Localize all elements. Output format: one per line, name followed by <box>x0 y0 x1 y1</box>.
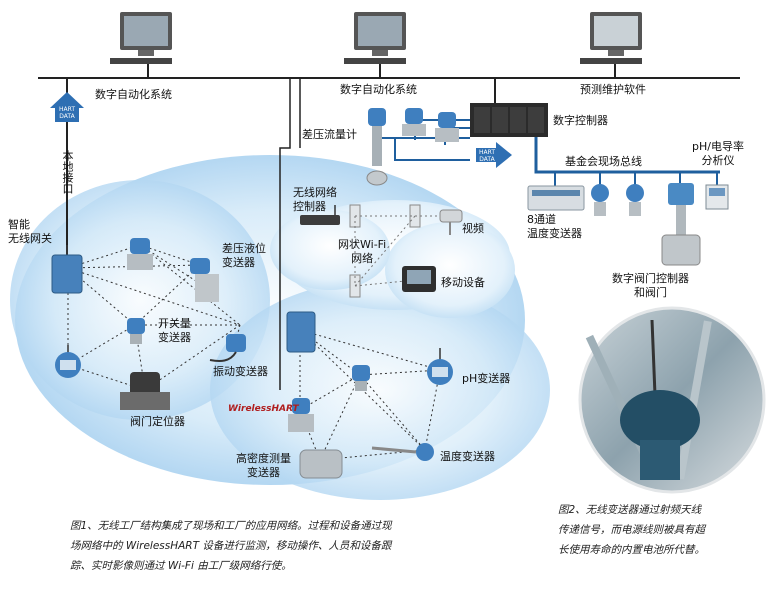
ph-analyzer-icon <box>705 184 729 210</box>
label-fieldbus: 基金会现场总线 <box>565 155 642 168</box>
field-gateway-2-icon <box>286 311 316 353</box>
wireless-controller-icon <box>300 205 340 225</box>
label-vibration-tx: 振动变送器 <box>213 365 268 378</box>
fieldbus-tx-2-icon <box>626 184 644 216</box>
valve-controller-icon <box>661 183 701 266</box>
label-video: 视频 <box>462 222 484 235</box>
pressure-tx-1-icon <box>402 108 426 136</box>
digital-controller-icon <box>470 103 548 137</box>
pressure-tx-2-icon <box>435 112 459 142</box>
field-tx-c-icon <box>352 365 370 391</box>
computer-right-icon <box>580 12 642 78</box>
label-switch-tx: 开关量 变送器 <box>158 317 191 344</box>
vibration-tx-icon <box>209 334 246 362</box>
fieldbus-line <box>534 137 720 174</box>
caption-fig1: 图1、无线工厂结构集成了现场和工厂的应用网络。过程和设备通过现场网络中的 Wir… <box>70 520 392 572</box>
dp-flowmeter-icon <box>366 108 388 186</box>
label-high-density: 高密度测量 变送器 <box>236 452 291 479</box>
field-tx-d-icon <box>288 398 314 432</box>
label-hart-data-2: HART DATA <box>478 149 495 163</box>
label-ph-tx: pH变送器 <box>462 372 511 385</box>
computer-center-icon <box>344 12 406 78</box>
label-temp-tx: 温度变送器 <box>440 450 495 463</box>
fieldbus-tx-1-icon <box>591 184 609 216</box>
computer-left-icon <box>110 12 172 78</box>
label-local-interface: 本地接口 <box>61 150 74 194</box>
label-das-center: 数字自动化系统 <box>340 83 417 96</box>
wifi-cloud <box>270 200 515 318</box>
label-digital-controller: 数字控制器 <box>553 114 608 127</box>
caption-fig2: 图2、无线变送器通过射频天线传递信号，而电源线则被具有超长使用寿命的内置电池所代… <box>558 504 705 556</box>
label-smart-gateway: 智能 无线网关 <box>8 218 52 245</box>
label-hart-data-1: HART DATA <box>58 106 75 120</box>
temp-tx-icon <box>371 443 434 461</box>
hart-data-arrow-1 <box>50 92 84 122</box>
high-density-tx-icon <box>299 449 343 479</box>
temp-8ch-icon <box>527 185 585 211</box>
video-camera-icon <box>439 209 463 235</box>
label-ph-analyzer: pH/电导率 分析仪 <box>692 140 744 167</box>
label-mesh-wifi: 网状Wi-Fi 网络 <box>338 238 387 265</box>
label-valve-controller: 数字阀门控制器 和阀门 <box>612 272 689 299</box>
wireless-transmitter-photo <box>578 306 766 494</box>
valve-positioner-icon <box>120 372 170 410</box>
label-dp-level: 差压液位 变送器 <box>222 242 266 269</box>
label-temp-8ch: 8通道 温度变送器 <box>527 213 582 240</box>
ph-tx-icon <box>427 348 453 385</box>
label-dp-flowmeter: 差压流量计 <box>302 128 357 141</box>
label-valve-positioner: 阀门定位器 <box>130 415 185 428</box>
label-das-left: 数字自动化系统 <box>95 88 172 101</box>
label-wireless-controller: 无线网络 控制器 <box>293 186 337 213</box>
smart-gateway-icon <box>51 245 83 294</box>
wirelesshart-logo: WirelessHART <box>228 404 299 414</box>
field-tx-a-icon <box>127 238 153 270</box>
switch-tx-icon <box>127 318 145 344</box>
dp-level-tx-icon <box>190 258 219 302</box>
mobile-device-icon <box>402 266 436 292</box>
label-predictive-software: 预测维护软件 <box>580 83 646 96</box>
hart-data-arrow-2 <box>476 142 512 168</box>
label-mobile-device: 移动设备 <box>441 276 485 289</box>
field-tx-b-icon <box>55 345 81 378</box>
